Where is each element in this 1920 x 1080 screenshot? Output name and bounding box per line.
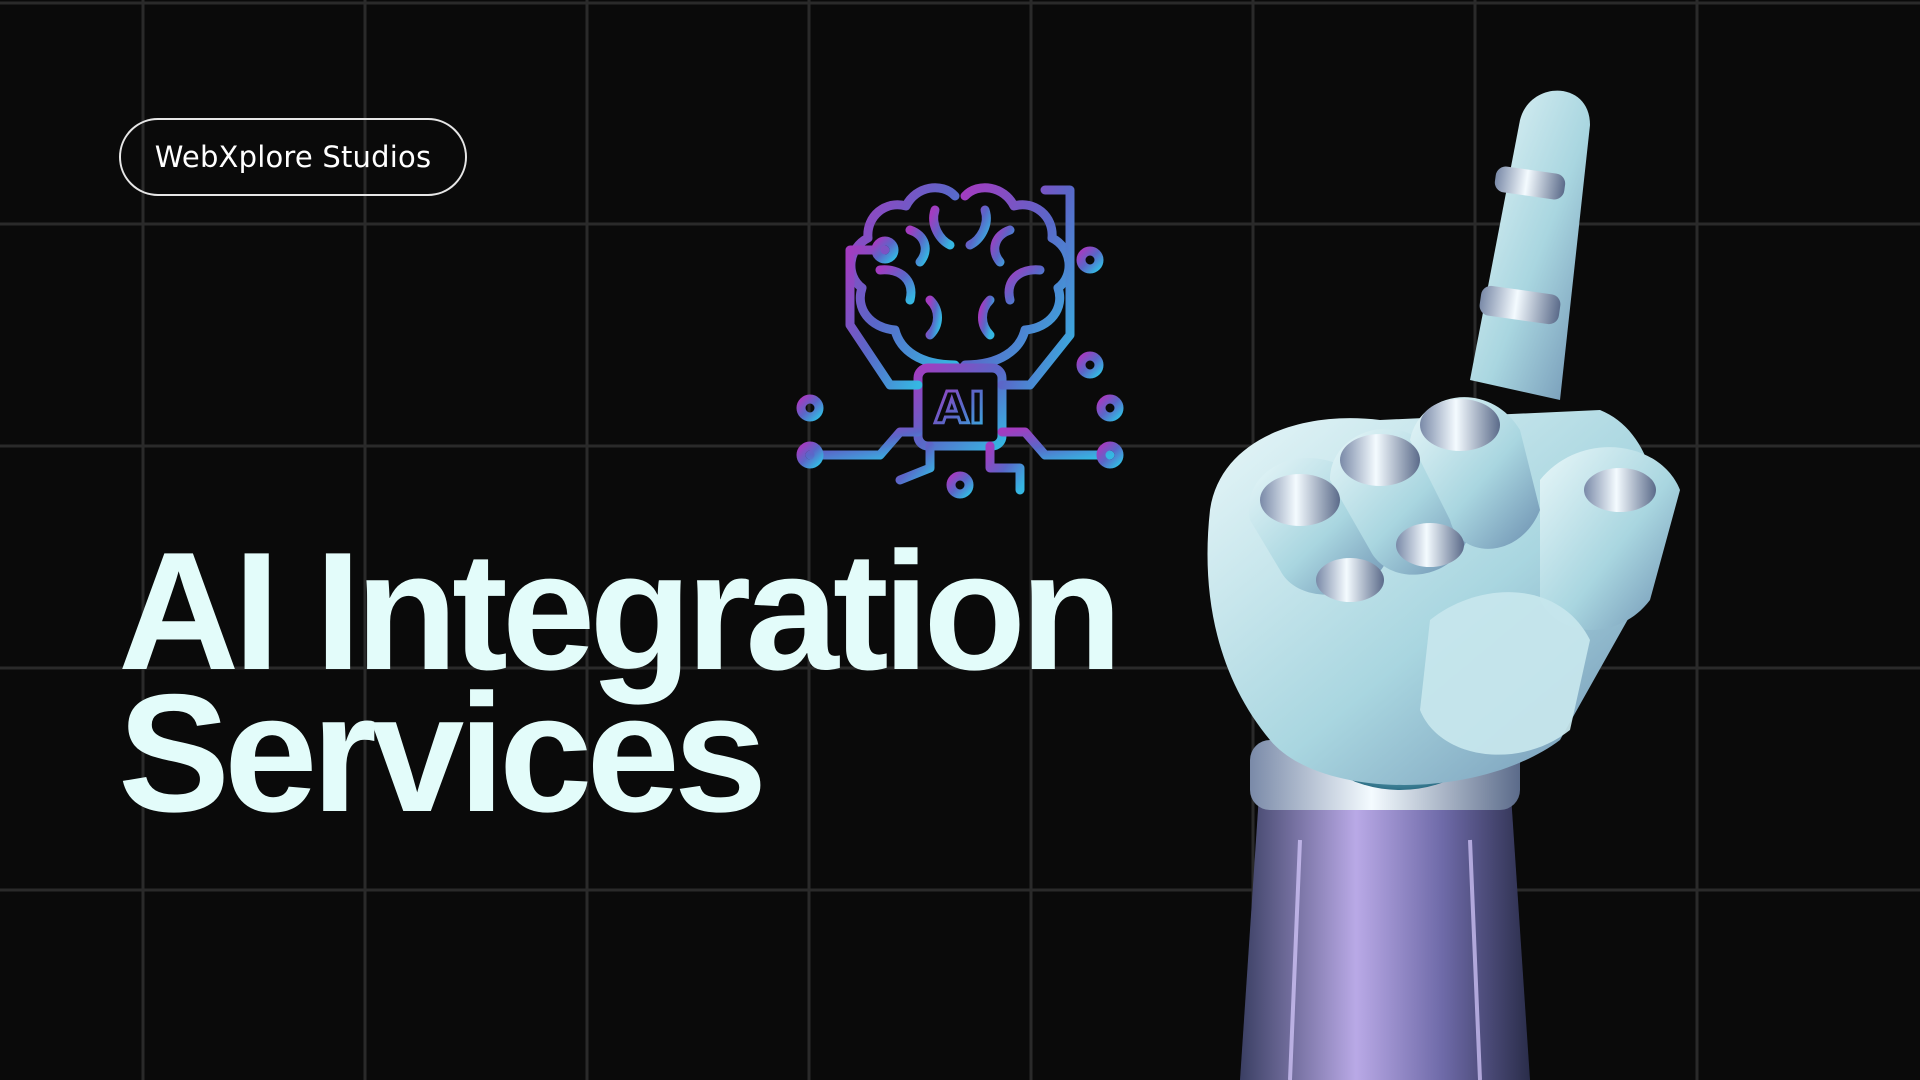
brand-badge: WebXplore Studios	[119, 118, 467, 196]
brand-name: WebXplore Studios	[154, 140, 432, 174]
ai-brain-circuit-icon: AI	[796, 183, 1124, 499]
page-title: AI Integration Services	[118, 517, 1123, 847]
headline-line-2: Services	[118, 659, 767, 847]
ai-chip-label: AI	[935, 383, 985, 434]
robot-hand-pointing-icon	[1207, 90, 1680, 1080]
headline-line-1: AI Integration	[118, 517, 1123, 705]
